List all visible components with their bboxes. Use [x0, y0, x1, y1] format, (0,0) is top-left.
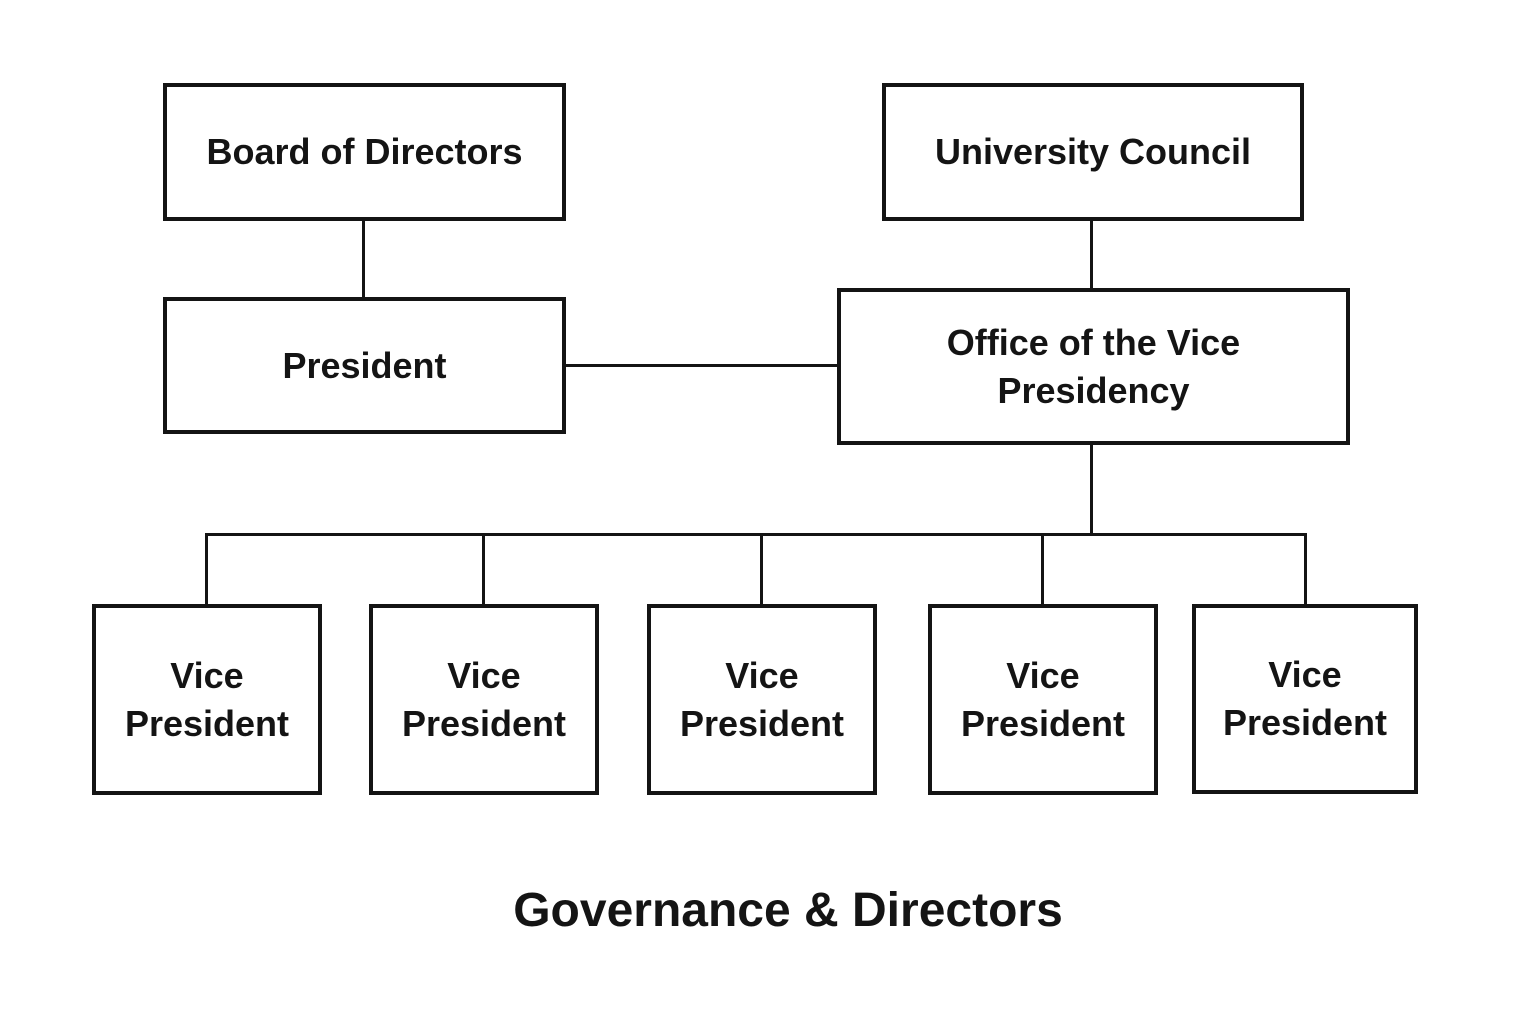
node-vice-president-1: Vice President	[92, 604, 322, 795]
node-vice-president-4: Vice President	[928, 604, 1158, 795]
node-label: Office of the Vice Presidency	[946, 321, 1241, 411]
connector-bus-to-vp-3	[760, 533, 763, 604]
node-vice-president-3: Vice President	[647, 604, 877, 795]
chart-title: Governance & Directors	[513, 884, 1063, 937]
connector-bus	[205, 533, 1306, 536]
node-vice-president-5: Vice President	[1192, 604, 1418, 794]
node-label: Vice President	[124, 654, 290, 744]
connector-bus-to-vp-4	[1041, 533, 1044, 604]
node-label: Vice President	[960, 654, 1126, 744]
connector-bus-to-vp-5	[1304, 533, 1307, 604]
node-office-of-vice-presidency: Office of the Vice Presidency	[837, 288, 1350, 445]
node-president: President	[163, 297, 566, 434]
connector-office-to-bus	[1090, 445, 1093, 535]
node-label: President	[282, 344, 447, 386]
connector-bus-to-vp-2	[482, 533, 485, 604]
node-label: University Council	[934, 131, 1252, 173]
node-university-council: University Council	[882, 83, 1304, 221]
node-label: Vice President	[679, 654, 845, 744]
connector-president-to-office	[566, 364, 837, 367]
connector-council-to-office	[1090, 221, 1093, 288]
node-label: Vice President	[401, 654, 567, 744]
node-vice-president-2: Vice President	[369, 604, 599, 795]
connector-board-to-president	[362, 221, 365, 297]
node-board-of-directors: Board of Directors	[163, 83, 566, 221]
node-label: Board of Directors	[206, 131, 523, 173]
node-label: Vice President	[1222, 654, 1388, 743]
connector-bus-to-vp-1	[205, 533, 208, 604]
